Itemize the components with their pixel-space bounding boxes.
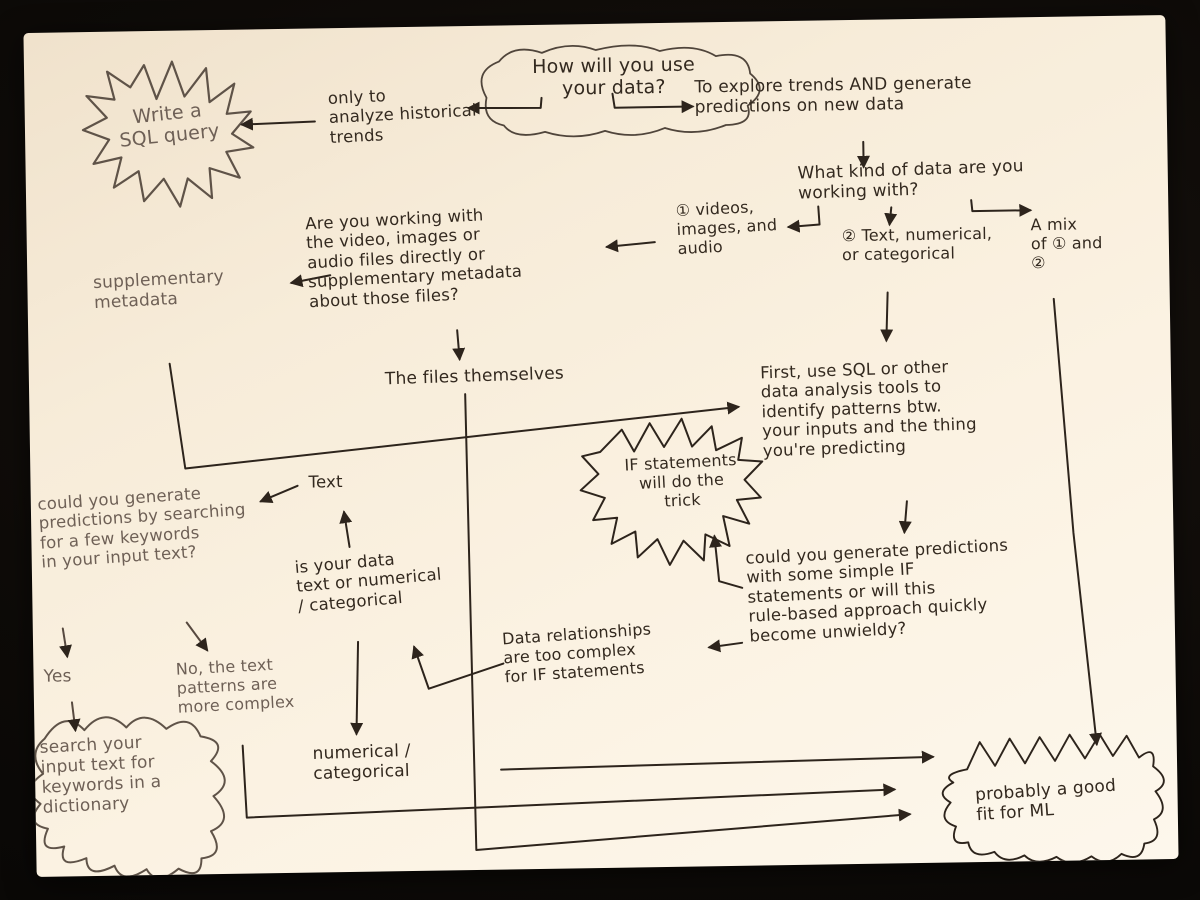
node-yes: Yes xyxy=(43,666,72,687)
squiggle-search-dictionary xyxy=(30,716,226,877)
edge-mix-to-mlfit xyxy=(1052,297,1102,747)
edge-suppmetadata-to-firstsql xyxy=(168,362,741,470)
edge-isyourdata-to-text xyxy=(339,510,353,548)
edge-whatkind-to-mix xyxy=(970,199,1033,217)
node-videos-images-audio: ① videos, images, and audio xyxy=(675,197,778,258)
node-mix-of-1-and-2: A mix of ① and ② xyxy=(1030,214,1103,272)
node-text-numerical-categorical: ② Text, numerical, or categorical xyxy=(841,223,993,265)
node-could-simple-if-statements: could you generate predictions with some… xyxy=(745,535,1009,646)
node-if-statements-will-do: IF statements will do the trick xyxy=(623,449,738,511)
edge-numericalcategorical-to-mlfit xyxy=(500,750,935,771)
edge-couldif-to-ifstatements xyxy=(709,534,744,589)
edge-isyourdata-to-numericalcategorical xyxy=(350,640,364,736)
edge-workingwithfiles-to-suppmetadata xyxy=(289,274,332,288)
edge-nocomplex-to-mlfit xyxy=(241,744,897,819)
edge-yes-to-searchdictionary xyxy=(67,701,81,733)
edge-whatkind-to-textnumerical xyxy=(884,206,898,227)
flowchart-canvas: Write a SQL query How will you use your … xyxy=(23,15,1178,877)
bubble-how-use xyxy=(480,44,761,138)
edge-howuse-to-onlyanalyze xyxy=(466,96,543,115)
edge-whatkind-to-videos xyxy=(786,205,821,233)
edge-videos-to-workingwithfiles xyxy=(604,239,656,253)
node-no-text-patterns-more-complex: No, the text patterns are more complex xyxy=(175,654,295,717)
edge-howuse-to-exploretrends xyxy=(611,92,695,114)
starburst-if-statements xyxy=(579,417,764,566)
flowchart-ink-lines xyxy=(30,44,1165,877)
node-only-analyze-historical-trends: only to analyze historical trends xyxy=(327,86,478,147)
edge-filesthemselves-to-mlfit xyxy=(464,393,912,852)
edge-datacomplex-to-isyourdata xyxy=(411,645,505,690)
edge-couldkeywords-to-nocomplex xyxy=(185,621,209,652)
paper-sheet: Write a SQL query How will you use your … xyxy=(23,15,1179,877)
node-explore-trends-generate-predictions: To explore trends AND generate predictio… xyxy=(694,73,972,118)
node-first-use-sql-tools: First, use SQL or other data analysis to… xyxy=(759,357,978,461)
edge-firstsql-to-couldif xyxy=(898,500,912,535)
edge-text-to-couldkeywords xyxy=(259,484,299,504)
starburst-write-sql xyxy=(81,60,255,208)
edge-onlyanalyze-to-writesql xyxy=(239,117,316,131)
node-numerical-categorical: numerical / categorical xyxy=(312,740,412,785)
node-text: Text xyxy=(308,472,343,492)
edge-couldif-to-datacomplex xyxy=(707,639,744,653)
edge-textnumerical-to-firstsql xyxy=(880,291,894,343)
edge-workingwithfiles-to-filesthemselves xyxy=(452,329,466,362)
node-working-with-files-question: Are you working with the video, images o… xyxy=(304,205,523,312)
node-search-input-text-dictionary: search your input text for keywords in a… xyxy=(39,732,162,818)
edge-couldkeywords-to-yes xyxy=(59,627,72,659)
